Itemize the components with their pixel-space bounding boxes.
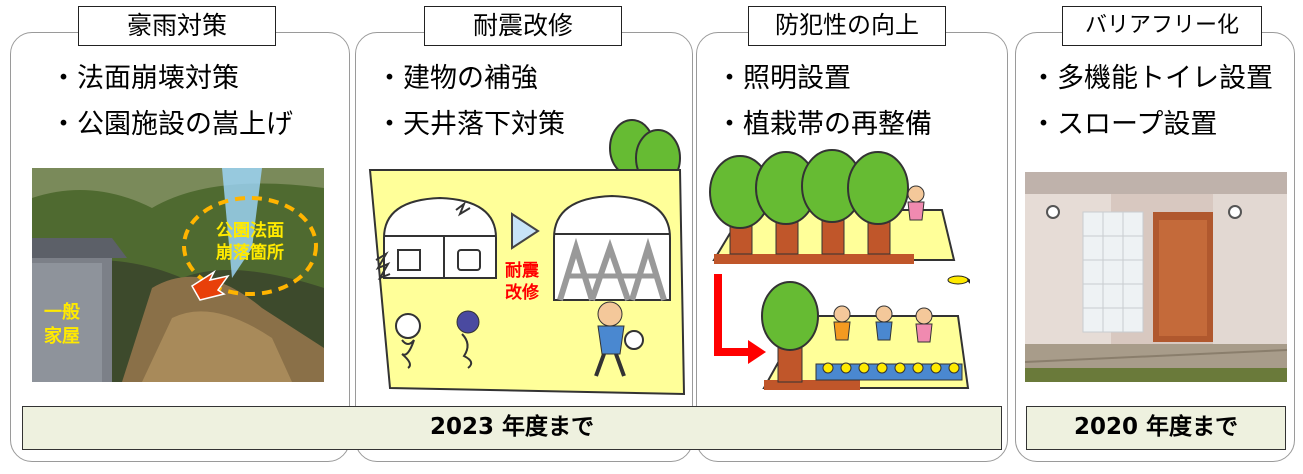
banner-fy2023: 2023 年度まで — [22, 406, 1002, 450]
panel-title-seismic: 耐震改修 — [424, 6, 622, 46]
slope-collapse-photo: 公園法面崩落箇所 一般家屋 — [32, 168, 324, 382]
street-light-icon — [947, 275, 970, 285]
house-label-line1: 一般 — [44, 301, 80, 323]
dense-trees-icon — [709, 149, 909, 255]
child-icon — [907, 185, 925, 221]
retrofit-label-line2: 改修 — [505, 282, 540, 303]
bullet-planting-strip: ・植栽帯の再整備 — [716, 109, 932, 140]
bullet-slope-ramp: ・スロープ設置 — [1030, 109, 1218, 140]
retrofit-label-line1: 耐震 — [505, 260, 540, 281]
damaged-building-icon — [383, 196, 497, 279]
flowers-icon — [822, 362, 960, 374]
collapse-area-label-line1: 公園法面 — [216, 220, 284, 241]
toilet-building-photo — [1025, 172, 1287, 382]
bullet-multipurpose-toilet: ・多機能トイレ設置 — [1030, 63, 1273, 94]
reinforced-building-icon — [553, 194, 671, 301]
collapse-area-label: 公園法面崩落箇所 — [216, 220, 284, 263]
panel-title-heavy-rain: 豪雨対策 — [78, 6, 276, 46]
bullet-reinforce-building: ・建物の補強 — [376, 63, 538, 94]
collapse-area-label-line2: 崩落箇所 — [216, 242, 284, 263]
children-running-icon — [833, 305, 933, 343]
crime-prevention-illustration — [709, 149, 970, 390]
house-label-line2: 家屋 — [44, 325, 80, 347]
banner-fy2020: 2020 年度まで — [1026, 406, 1286, 450]
seismic-retrofit-illustration: 耐震改修 — [368, 119, 686, 396]
house-label: 一般家屋 — [44, 301, 80, 347]
bullet-slope-collapse: ・法面崩壊対策 — [50, 63, 239, 94]
red-arrow-icon — [714, 274, 766, 364]
bullet-lighting: ・照明設置 — [716, 63, 851, 94]
shaking-icon — [375, 251, 480, 369]
panel-title-barrier-free: バリアフリー化 — [1062, 6, 1262, 46]
child-ball-icon — [594, 301, 644, 377]
glass-block-wall — [1082, 211, 1144, 333]
bullet-raise-facilities: ・公園施設の嵩上げ — [50, 109, 293, 140]
panel-title-crime-prevention: 防犯性の向上 — [748, 6, 946, 46]
bullet-ceiling-fall: ・天井落下対策 — [376, 109, 565, 140]
retrofit-label: 耐震改修 — [505, 260, 540, 303]
short-tree-icon — [761, 281, 819, 383]
